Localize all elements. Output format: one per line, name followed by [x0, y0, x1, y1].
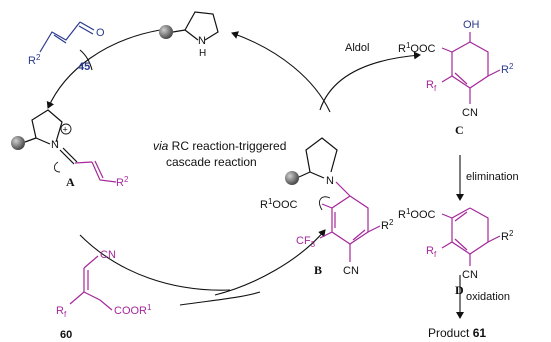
b-cf3-label: CF3 [296, 235, 316, 249]
elimination-label: elimination [466, 171, 519, 183]
oxidation-label: oxidation [466, 291, 510, 303]
via-rc-text: via RC reaction-triggered [153, 139, 286, 153]
catalyst-h-label: H [199, 48, 206, 59]
b-ester-label: R1OOC [260, 197, 298, 211]
compound-d-structure [441, 207, 501, 266]
b-r2-label: R2 [381, 218, 394, 232]
c-rf-label: Rf [426, 79, 437, 93]
b-cn-label: CN [343, 265, 359, 277]
s60-coor-label: COOR1 [114, 303, 152, 317]
enamine-b-ring [319, 181, 381, 262]
catalyst-pyrrolidine [159, 11, 219, 41]
d-rf-label: Rf [426, 245, 437, 259]
iminium-plus-label: + [63, 125, 68, 135]
iminium-a-structure [11, 109, 63, 150]
aldol-label: Aldol [345, 42, 369, 54]
cycle-arrow-right-up [231, 31, 331, 113]
aldehyde-r2-label: R2 [28, 53, 41, 67]
compound-60-label: 60 [60, 329, 72, 341]
c-ester-label: R1OOC [398, 41, 436, 55]
s60-cn-label: CN [100, 249, 116, 261]
label-D: D [455, 283, 464, 297]
product-61-label: Product 61 [428, 326, 486, 340]
aldehyde-45-structure [39, 21, 95, 53]
aldol-arrow [319, 51, 421, 111]
cycle-arrow-60-in [179, 291, 261, 306]
iminium-curved-arrow [53, 161, 61, 173]
cycle-arrow-45-in [79, 49, 93, 71]
iminium-ball-icon [11, 136, 25, 150]
catalyst-n-label: N [198, 35, 206, 47]
s60-rf-label: Rf [56, 305, 67, 319]
iminium-plus-circle [60, 123, 72, 135]
d-r2-label: R2 [501, 229, 514, 243]
d-ester-label: R1OOC [398, 207, 436, 221]
enamine-n-label: N [326, 175, 334, 187]
cycle-arrow-top-left [46, 29, 161, 109]
enamine-b-structure [285, 137, 338, 185]
c-r2-label: R2 [501, 62, 514, 76]
c-cn-label: CN [462, 107, 478, 119]
d-cn-label: CN [462, 269, 478, 281]
compound-c-structure [441, 32, 501, 104]
label-A: A [66, 175, 75, 189]
catalyst-ball-icon [159, 25, 173, 39]
iminium-chain [59, 147, 117, 183]
cascade-text: cascade reaction [166, 155, 257, 169]
iminium-r2-label: R2 [116, 175, 129, 189]
cycle-arrow-bottom-left [79, 234, 231, 291]
label-B: B [314, 263, 322, 277]
catalytic-cycle-arrows [46, 29, 464, 319]
aldehyde-o-label: O [96, 27, 105, 39]
compound-45-label: 45 [78, 61, 90, 73]
label-C: C [455, 123, 464, 137]
enamine-ball-icon [285, 171, 299, 185]
enamine-curved-arrow [319, 196, 331, 211]
substrate-60-structure [69, 255, 113, 311]
c-oh-label: OH [463, 19, 480, 31]
iminium-n-label: N [51, 139, 59, 151]
cycle-arrow-bottom-right [214, 229, 326, 296]
